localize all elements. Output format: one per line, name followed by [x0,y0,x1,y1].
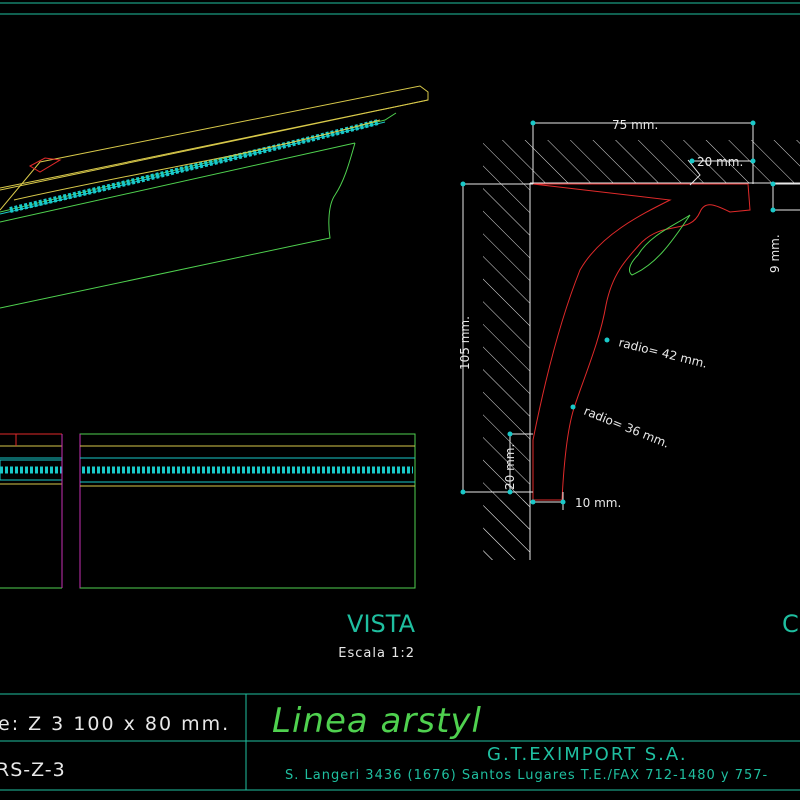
dim-right-offset: 9 mm. [768,234,782,273]
title-block-product-line: Linea arstyl [272,701,482,741]
perspective-view [0,85,429,309]
dim-height-total: 105 mm. [458,316,472,370]
view-scale: Escala 1:2 [338,646,415,661]
title-block-code: RS-Z-3 [0,759,66,781]
cross-section: 75 mm. 20 mm. 9 mm. 105 mm. 20 mm. 10 mm… [458,118,800,560]
view-title: VISTA [347,610,416,638]
title-block-company: G.T.EXIMPORT S.A. [487,744,688,765]
section-title: C [782,610,799,638]
dim-width-top: 75 mm. [612,118,658,132]
front-elevation [0,433,416,589]
title-block-model: e: Z 3 100 x 80 mm. [0,713,230,735]
dim-top-offset: 20 mm. [697,155,743,169]
dim-bottom-offset: 10 mm. [575,496,621,510]
dim-bottom-height: 20 mm. [503,444,517,490]
title-block-address: S. Langeri 3436 (1676) Santos Lugares T.… [285,768,768,783]
